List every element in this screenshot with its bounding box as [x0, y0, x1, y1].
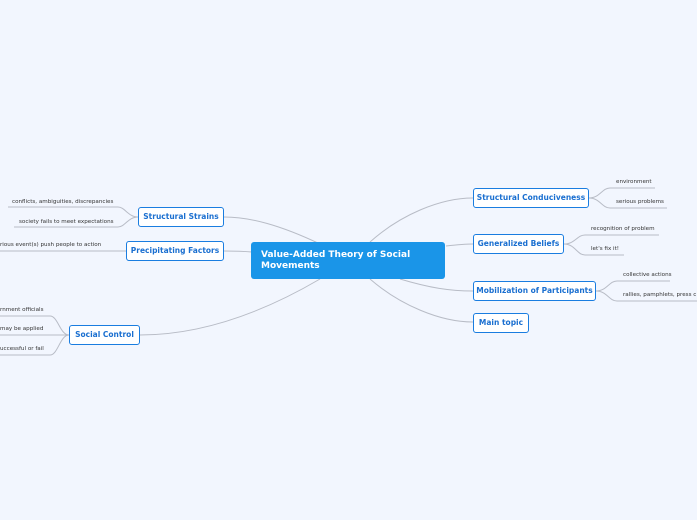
- topic-structural-conduciveness[interactable]: Structural Conduciveness: [473, 188, 589, 208]
- subtopic[interactable]: recognition of problem: [591, 226, 655, 232]
- topic-main-topic[interactable]: Main topic: [473, 313, 529, 333]
- subtopic[interactable]: let's fix it!: [591, 246, 620, 252]
- subtopic[interactable]: rnment officials: [0, 307, 44, 313]
- topic-structural-strains[interactable]: Structural Strains: [138, 207, 224, 227]
- topic-generalized-beliefs[interactable]: Generalized Beliefs: [473, 234, 564, 254]
- topic-precipitating-factors[interactable]: Precipitating Factors: [126, 241, 224, 261]
- subtopic[interactable]: collective actions: [623, 272, 672, 278]
- subtopic[interactable]: may be applied: [0, 326, 44, 332]
- subtopic[interactable]: uccessful or fail: [0, 346, 44, 352]
- topic-mobilization-of-participants[interactable]: Mobilization of Participants: [473, 281, 596, 301]
- central-topic[interactable]: Value-Added Theory of Social Movements: [251, 242, 445, 279]
- subtopic[interactable]: environment: [616, 179, 652, 185]
- subtopic[interactable]: serious problems: [616, 199, 664, 205]
- subtopic[interactable]: rallies, pamphlets, press c: [623, 292, 697, 298]
- topic-social-control[interactable]: Social Control: [69, 325, 140, 345]
- subtopic[interactable]: society fails to meet expectations: [19, 219, 114, 225]
- subtopic[interactable]: rious event(s) push people to action: [0, 242, 102, 248]
- subtopic[interactable]: conflicts, ambiguities, discrepancies: [12, 199, 114, 205]
